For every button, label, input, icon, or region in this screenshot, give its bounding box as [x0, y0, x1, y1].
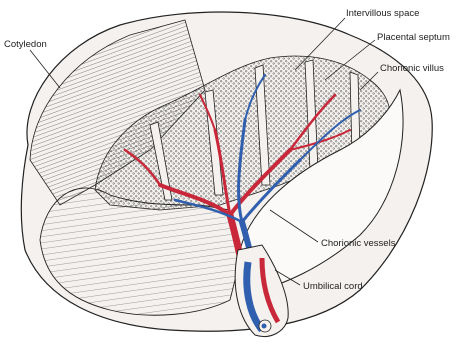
label-chorionic-vessels: Chorionic vessels [321, 238, 396, 249]
label-chorionic-villus: Chorionic villus [380, 63, 444, 74]
label-umbilical-cord: Umbilical cord [303, 281, 363, 292]
label-intervillous-space: Intervillous space [346, 8, 419, 19]
label-placental-septum: Placental septum [377, 32, 450, 43]
label-cotyledon: Cotyledon [4, 39, 47, 50]
